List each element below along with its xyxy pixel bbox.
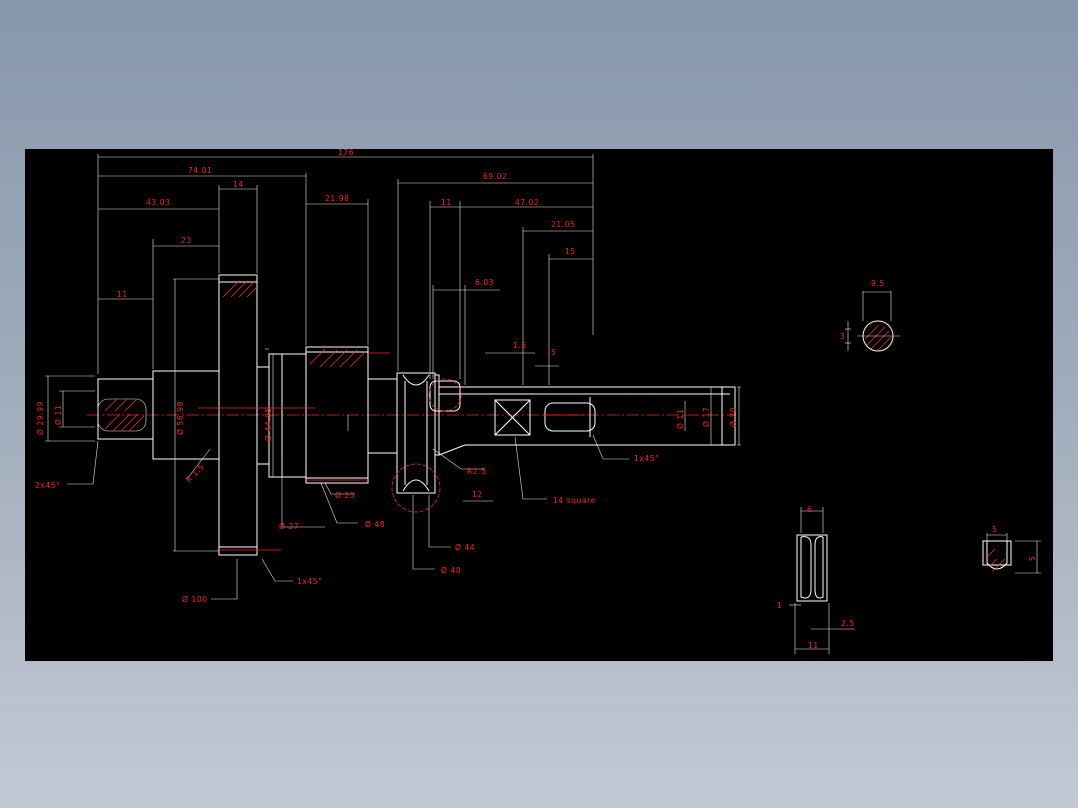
dim-dia-17: Ø 17 (702, 407, 711, 427)
dim-dia-100: Ø 100 (182, 595, 208, 604)
dim-dia-44-95: Ø 44.95 (264, 407, 273, 441)
dim-groove-6: 6 (807, 505, 812, 514)
shaft-drawing: 176 74.01 14 43.03 21.98 23 11 69.02 11 … (35, 149, 1041, 654)
dim-dia-29-99: Ø 29.99 (36, 401, 45, 435)
cad-drawing-canvas: 176 74.01 14 43.03 21.98 23 11 69.02 11 … (25, 149, 1053, 661)
dim-groove-2-5: 2.5 (841, 619, 855, 628)
dim-43-03: 43.03 (146, 198, 170, 207)
dim-21-05: 21.05 (551, 220, 575, 229)
dim-section-3: 3 (840, 332, 845, 341)
detail-circle-groove (428, 378, 462, 412)
dim-dia-20: Ø 20 (729, 407, 738, 427)
dim-chamfer-right: 1x45° (634, 454, 660, 463)
red-leader-ticks (198, 352, 585, 551)
dim-47-02: 47.02 (515, 198, 539, 207)
shaft-outline (97, 274, 736, 556)
dim-dia-48: Ø 48 (365, 520, 385, 529)
dim-groove-1: 1 (777, 601, 782, 610)
dim-dia-11-right: Ø 11 (676, 409, 685, 429)
dim-14-top: 14 (233, 180, 244, 189)
dim-r-2-5: R2.5 (467, 467, 487, 476)
dim-6-03: 6.03 (475, 278, 494, 287)
dim-dia-56-98: Ø 56.98 (176, 401, 185, 435)
dimension-labels: 176 74.01 14 43.03 21.98 23 11 69.02 11 … (35, 149, 1037, 650)
leader-lines (67, 434, 629, 600)
dim-12: 12 (472, 490, 483, 499)
dim-detail-5: 5 (992, 525, 997, 534)
section-view-key (845, 291, 900, 352)
dim-detail-5-vertical: 5 (1028, 556, 1037, 561)
dim-11-left: 11 (117, 290, 128, 299)
dim-5: 5 (551, 348, 556, 357)
dim-15: 15 (565, 247, 576, 256)
section-hatching (104, 280, 366, 432)
dim-dia-44: Ø 44 (455, 543, 475, 552)
small-groove-detail (982, 533, 1041, 574)
dim-groove-11: 11 (808, 641, 819, 650)
groove-detail-view (789, 507, 855, 654)
dim-dia-27: Ø 27 (279, 522, 299, 531)
dim-square-note: 14 square (553, 496, 596, 505)
dim-r-1-5: R 1.5 (184, 462, 206, 484)
dim-dia-40: Ø 40 (441, 566, 461, 575)
dim-section-9-5: 9.5 (871, 279, 885, 288)
detail-circle-pulley (391, 463, 441, 513)
dim-dia-11-left: Ø 11 (54, 405, 63, 425)
dim-chamfer-bottom: 1x45° (297, 577, 323, 586)
dim-23: 23 (181, 236, 192, 245)
dim-dia-25: Ø 25 (335, 491, 355, 500)
dim-overall-length: 176 (338, 149, 354, 157)
dim-1-5: 1.5 (513, 341, 527, 350)
dim-21-98: 21.98 (325, 194, 349, 203)
extension-lines (45, 154, 741, 552)
dim-74-01: 74.01 (188, 166, 212, 175)
dimension-lines (47, 156, 740, 551)
dim-chamfer-left: 2x45° (35, 481, 61, 490)
dim-69-02: 69.02 (483, 172, 507, 181)
dim-11-mid: 11 (441, 198, 452, 207)
